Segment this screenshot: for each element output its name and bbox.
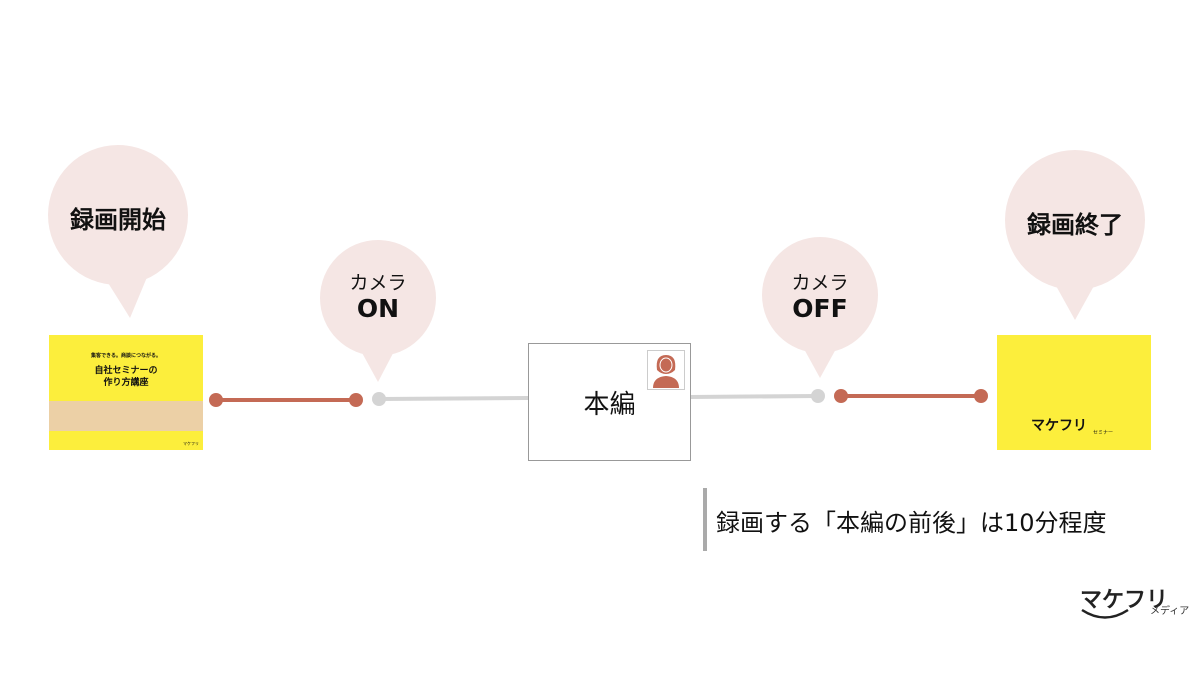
slide-band	[49, 401, 203, 431]
note-text: 録画する「本編の前後」は10分程度	[716, 509, 1107, 537]
seminar-end-slide: マケフリ セミナー	[997, 335, 1151, 450]
label-recording-start: 録画開始	[70, 206, 166, 234]
note-bar	[703, 488, 707, 551]
bubble-recording-start	[48, 145, 188, 318]
bubble-camera-on	[320, 240, 436, 382]
brand-logo: マケフリ	[1080, 588, 1169, 613]
bubble-camera-off	[762, 237, 878, 378]
brand-sub: メディア	[1150, 606, 1190, 617]
label-recording-end: 録画終了	[1027, 211, 1123, 239]
presenter-person-icon	[647, 350, 685, 390]
seminar-title-slide: 集客できる。商談につながる。 自社セミナーの作り方講座 マケフリ	[49, 335, 203, 450]
bubble-recording-end	[1005, 150, 1145, 320]
main-content-box: 本編	[528, 343, 691, 461]
